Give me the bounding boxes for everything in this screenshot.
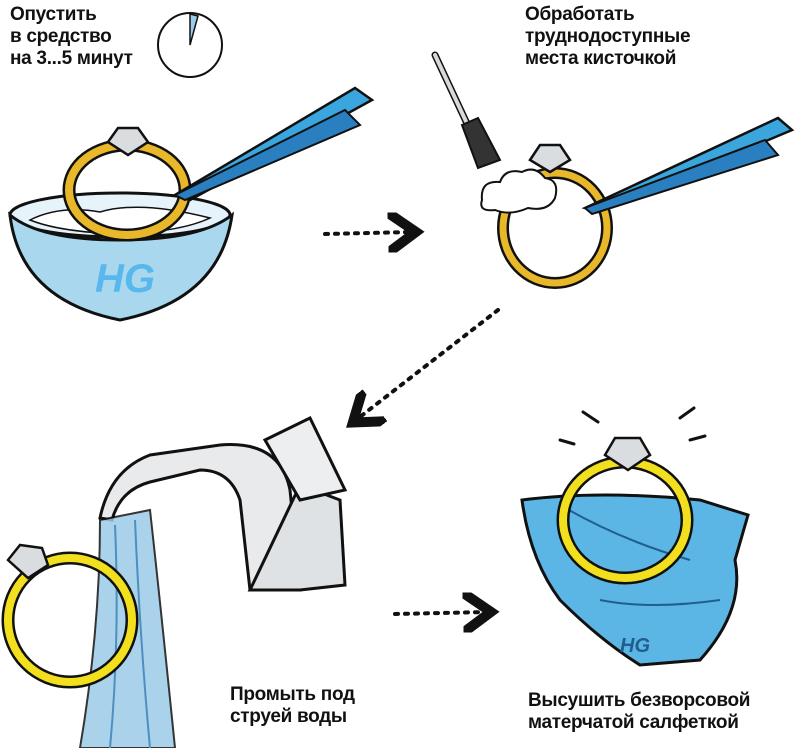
bowl-icon: HG bbox=[8, 191, 235, 322]
sparkle-icon bbox=[558, 406, 707, 446]
ring-icon bbox=[556, 406, 707, 585]
caption-line: места кисточкой bbox=[525, 48, 677, 69]
caption-line: Обработать bbox=[525, 4, 635, 25]
arrow-right-icon bbox=[323, 232, 412, 234]
caption-line: в средство bbox=[10, 26, 112, 47]
bowl-logo: HG bbox=[95, 257, 155, 301]
step-3-caption: Промыть под струей воды bbox=[230, 684, 355, 728]
caption-line: струей воды bbox=[230, 706, 347, 727]
clock-icon bbox=[157, 12, 223, 78]
tweezers-icon bbox=[581, 116, 795, 216]
caption-line: матерчатой салфеткой bbox=[528, 712, 739, 733]
caption-line: Опустить bbox=[10, 4, 97, 25]
caption-line: на 3...5 минут bbox=[10, 48, 133, 69]
caption-line: Промыть под bbox=[230, 684, 355, 705]
ring-icon bbox=[1, 543, 139, 689]
brush-icon bbox=[431, 51, 502, 170]
arrow-right-icon bbox=[393, 612, 487, 614]
cloth-logo: HG bbox=[620, 635, 650, 657]
caption-line: Высушить безворсовой bbox=[528, 690, 751, 711]
caption-line: труднодоступные bbox=[525, 26, 691, 47]
faucet-icon bbox=[98, 415, 348, 592]
ring-icon bbox=[480, 143, 613, 289]
arrow-diagonal-icon bbox=[356, 308, 500, 420]
step-4-caption: Высушить безворсовой матерчатой салфетко… bbox=[528, 690, 750, 734]
step-2-caption: Обработать труднодоступные места кисточк… bbox=[525, 4, 691, 70]
step-1-caption: Опустить в средство на 3...5 минут bbox=[10, 4, 133, 70]
tweezers-icon bbox=[172, 86, 375, 202]
